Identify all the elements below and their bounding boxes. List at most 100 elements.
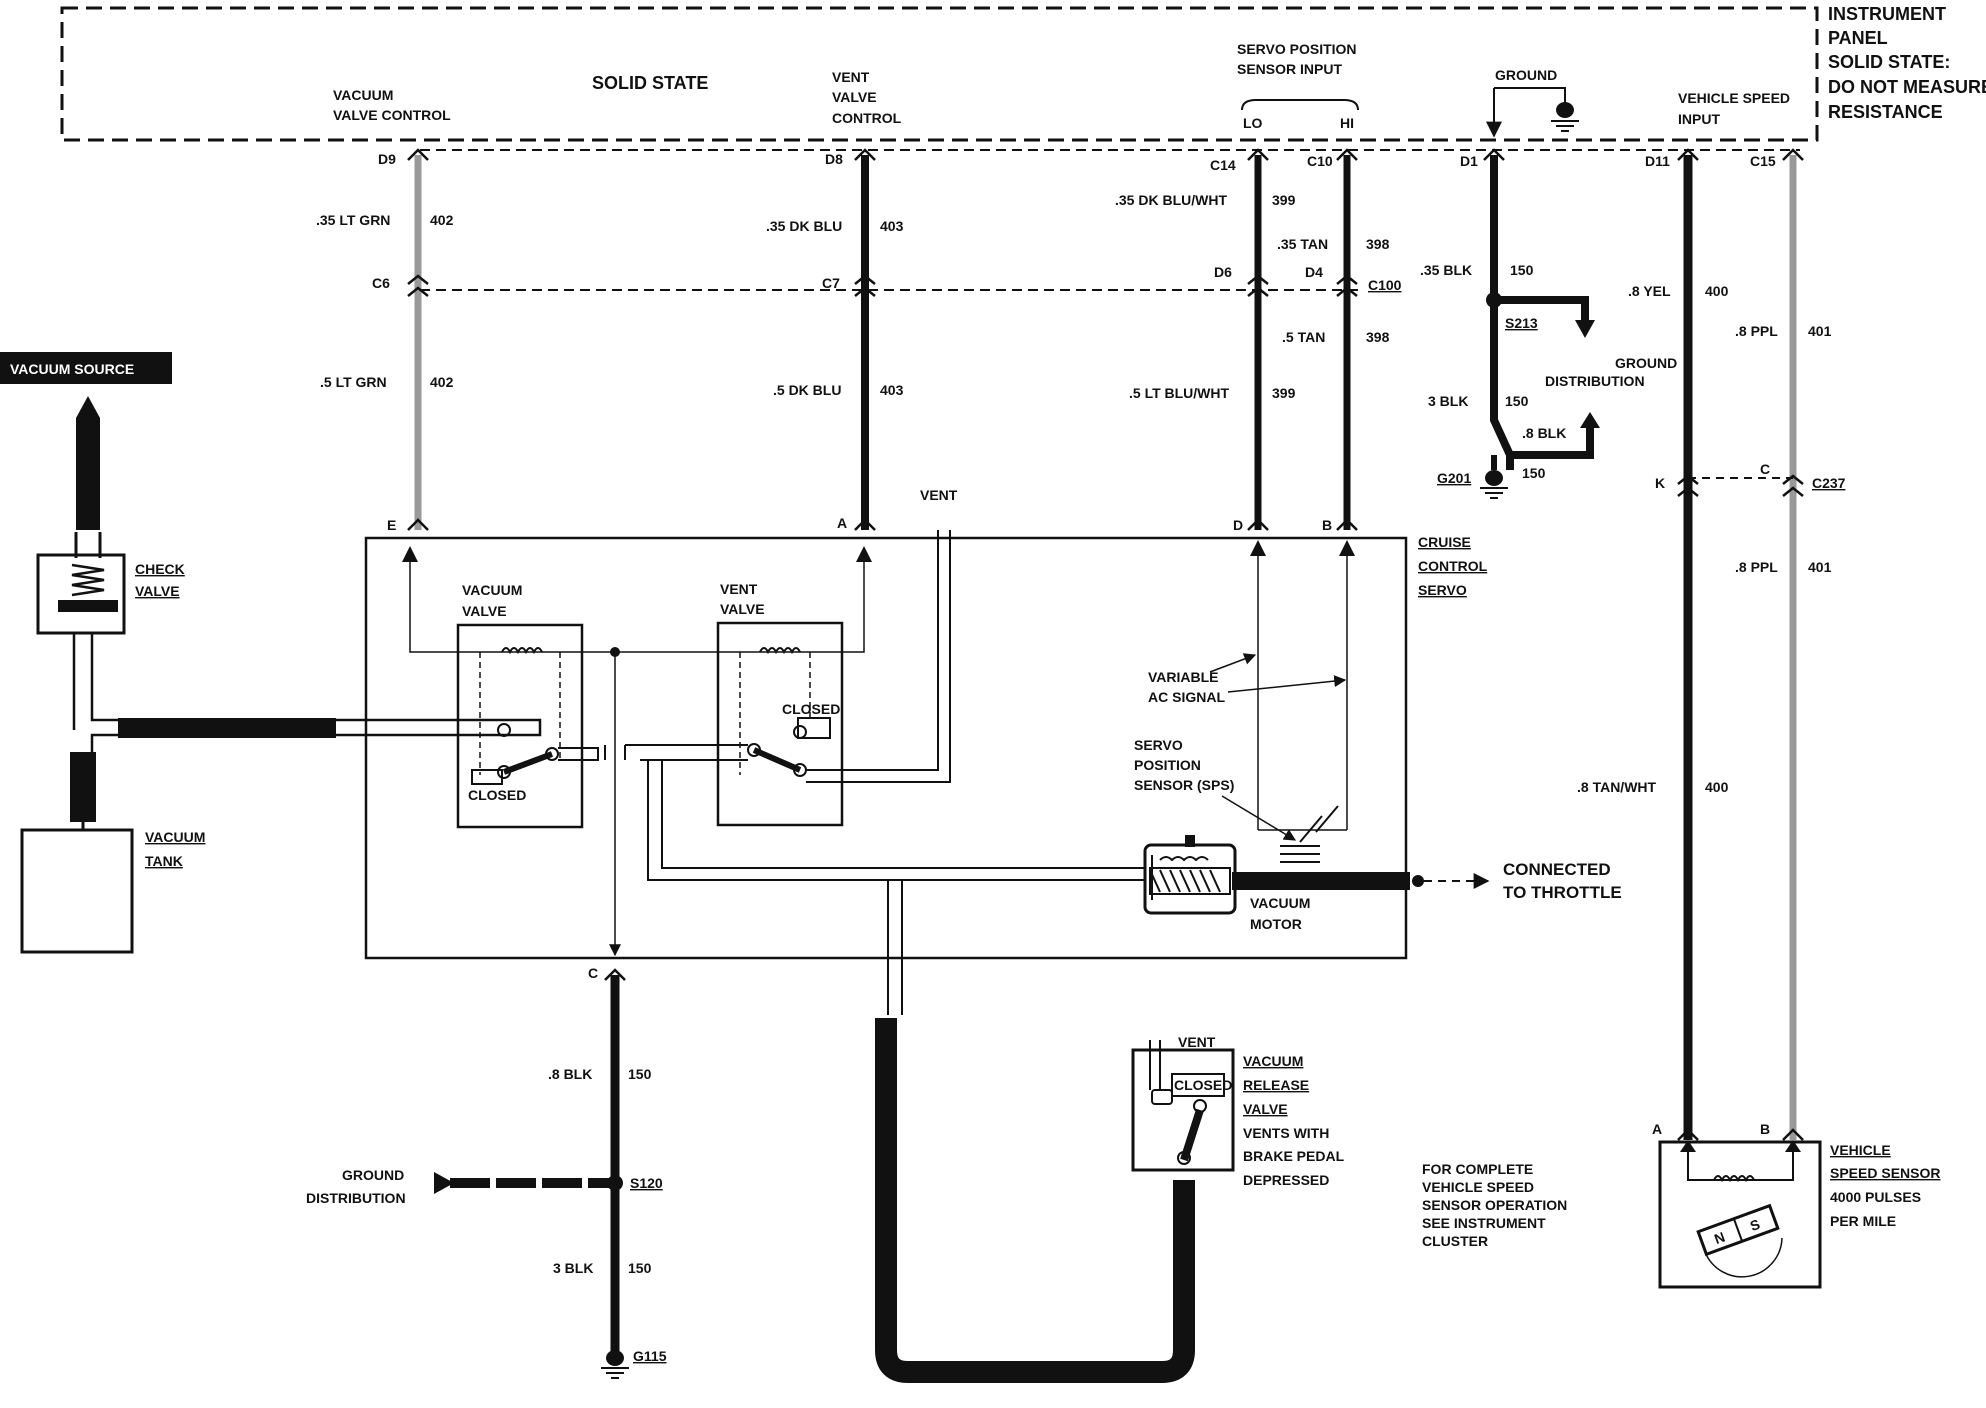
circuit-150-e: 150 (628, 1260, 652, 1276)
pin-b: B (1322, 517, 1332, 533)
pin-e: E (387, 517, 396, 533)
vss-note-1: FOR COMPLETE (1422, 1161, 1533, 1177)
vss-note-5: CLUSTER (1422, 1233, 1488, 1249)
vss-input-label-2: INPUT (1678, 111, 1720, 127)
vacuum-valve-label-2: VALVE (462, 603, 507, 619)
instrument-panel-title: INSTRUMENT PANEL SOLID STATE: DO NOT MEA… (1828, 4, 1986, 122)
release-closed-label: CLOSED (1174, 1077, 1232, 1093)
pin-c: C (588, 965, 598, 981)
circuit-401-upper: 401 (1808, 323, 1832, 339)
vacuum-release-label-2: RELEASE (1243, 1077, 1309, 1093)
throttle-cable (1232, 872, 1410, 890)
ground-distribution-arrow (434, 1172, 454, 1194)
panel-title-line-1: INSTRUMENT (1828, 4, 1946, 24)
wire-label-398-upper: .35 TAN (1277, 236, 1328, 252)
wire-s213-ground-branch (1494, 296, 1589, 320)
wire-label-399-lower: .5 LT BLU/WHT (1129, 385, 1230, 401)
ground-g201: G201 (1437, 470, 1471, 486)
circuit-150-a: 150 (1510, 262, 1534, 278)
vehicle-speed-sensor (1658, 1140, 1822, 1289)
ground-distribution-lower-2: DISTRIBUTION (306, 1190, 406, 1206)
vacuum-valve-lever (502, 751, 554, 775)
check-valve-disc (58, 600, 118, 612)
vss-title-1: VEHICLE (1830, 1142, 1891, 1158)
pin-vss-a: A (1652, 1121, 1662, 1137)
circuit-402-upper: 402 (430, 212, 454, 228)
vacuum-supply-hose (118, 718, 336, 738)
circuit-399-lower: 399 (1272, 385, 1296, 401)
variable-ac-label-2: AC SIGNAL (1148, 689, 1225, 705)
vent-valve-label-1: VENT (720, 581, 758, 597)
vent-valve-closed-label: CLOSED (782, 701, 840, 717)
vacuum-release-label-1: VACUUM (1243, 1053, 1303, 1069)
vacuum-valve-coil (501, 647, 543, 655)
vents-with-label-2: BRAKE PEDAL (1243, 1148, 1345, 1164)
wire-label-401-upper: .8 PPL (1735, 323, 1778, 339)
pin-d: D (1233, 517, 1243, 533)
vacuum-source-label: VACUUM SOURCE (10, 361, 134, 377)
circuit-401-lower: 401 (1808, 559, 1832, 575)
sps-label-2: POSITION (1134, 757, 1201, 773)
vacuum-valve-control-label-2: VALVE CONTROL (333, 107, 451, 123)
check-valve-label-2: VALVE (135, 583, 180, 599)
cruise-control-servo-label-2: CONTROL (1418, 558, 1488, 574)
wire-label-150-e: 3 BLK (553, 1260, 593, 1276)
wire-label-150-a: .35 BLK (1420, 262, 1472, 278)
vacuum-motor-label-1: VACUUM (1250, 895, 1310, 911)
pin-d4: D4 (1305, 264, 1323, 280)
vent-tube (806, 530, 951, 783)
wire-label-150-c: .8 BLK (1522, 425, 1566, 441)
connected-to-throttle-label-2: TO THROTTLE (1503, 883, 1622, 902)
cruise-control-servo-label-3: SERVO (1418, 582, 1467, 598)
vent-valve (716, 621, 844, 827)
wire-label-402-lower: .5 LT GRN (320, 374, 387, 390)
pin-d8: D8 (825, 151, 843, 167)
circuit-400-a: 400 (1705, 283, 1729, 299)
vacuum-valve-closed-label: CLOSED (468, 787, 526, 803)
vacuum-release-label-3: VALVE (1243, 1101, 1288, 1117)
ground-distribution-lower-1: GROUND (342, 1167, 404, 1183)
wire-150-upper (1490, 155, 1514, 470)
wire-labels: .35 LT GRN 402 .5 LT GRN 402 .35 DK BLU … (316, 192, 1832, 1276)
connector-c100: C100 (1368, 277, 1402, 293)
circuit-398-upper: 398 (1366, 236, 1390, 252)
wire-label-403-upper: .35 DK BLU (766, 218, 842, 234)
wire-label-150-d: .8 BLK (548, 1066, 592, 1082)
vss-note-2: VEHICLE SPEED (1422, 1179, 1534, 1195)
wire-label-400-b: .8 TAN/WHT (1577, 779, 1657, 795)
vent-valve-lever (752, 747, 802, 773)
magnet-n: N (1712, 1229, 1727, 1247)
panel-title-line-2: PANEL (1828, 28, 1888, 48)
wire-label-403-lower: .5 DK BLU (773, 382, 841, 398)
connector-c237: C237 (1812, 475, 1846, 491)
release-valve-hose (875, 1018, 1195, 1383)
cruise-control-servo-label-1: CRUISE (1418, 534, 1471, 550)
vss-input-label-1: VEHICLE SPEED (1678, 90, 1790, 106)
vacuum-motor (1143, 843, 1237, 915)
vent-valve-control-label-2: VALVE (832, 89, 877, 105)
splice-s213: S213 (1505, 315, 1538, 331)
s213-splice (1486, 292, 1502, 308)
pin-d6: D6 (1214, 264, 1232, 280)
pin-k: K (1655, 475, 1665, 491)
tank-hose (70, 752, 96, 822)
vacuum-tank (20, 828, 134, 954)
connected-to-throttle-label-1: CONNECTED (1503, 860, 1611, 879)
instrument-panel (60, 6, 1819, 142)
magnet-s: S (1748, 1216, 1762, 1234)
vents-with-label-1: VENTS WITH (1243, 1125, 1329, 1141)
pin-c15: C15 (1750, 153, 1776, 169)
vss-pulses-1: 4000 PULSES (1830, 1189, 1921, 1205)
wire-label-401-lower: .8 PPL (1735, 559, 1778, 575)
circuit-150-c: 150 (1522, 465, 1546, 481)
sps-input-label-2: SENSOR INPUT (1237, 61, 1342, 77)
pin-c10: C10 (1307, 153, 1333, 169)
sps-label-3: SENSOR (SPS) (1134, 777, 1234, 793)
sps-input-label-1: SERVO POSITION (1237, 41, 1357, 57)
vacuum-valve-control-label-1: VACUUM (333, 87, 393, 103)
vent-valve-label-2: VALVE (720, 601, 765, 617)
vacuum-valve-label-1: VACUUM (462, 582, 522, 598)
check-valve-spring (71, 563, 105, 597)
hi-label: HI (1340, 115, 1354, 131)
vss-magnet: N S (1696, 1203, 1780, 1257)
